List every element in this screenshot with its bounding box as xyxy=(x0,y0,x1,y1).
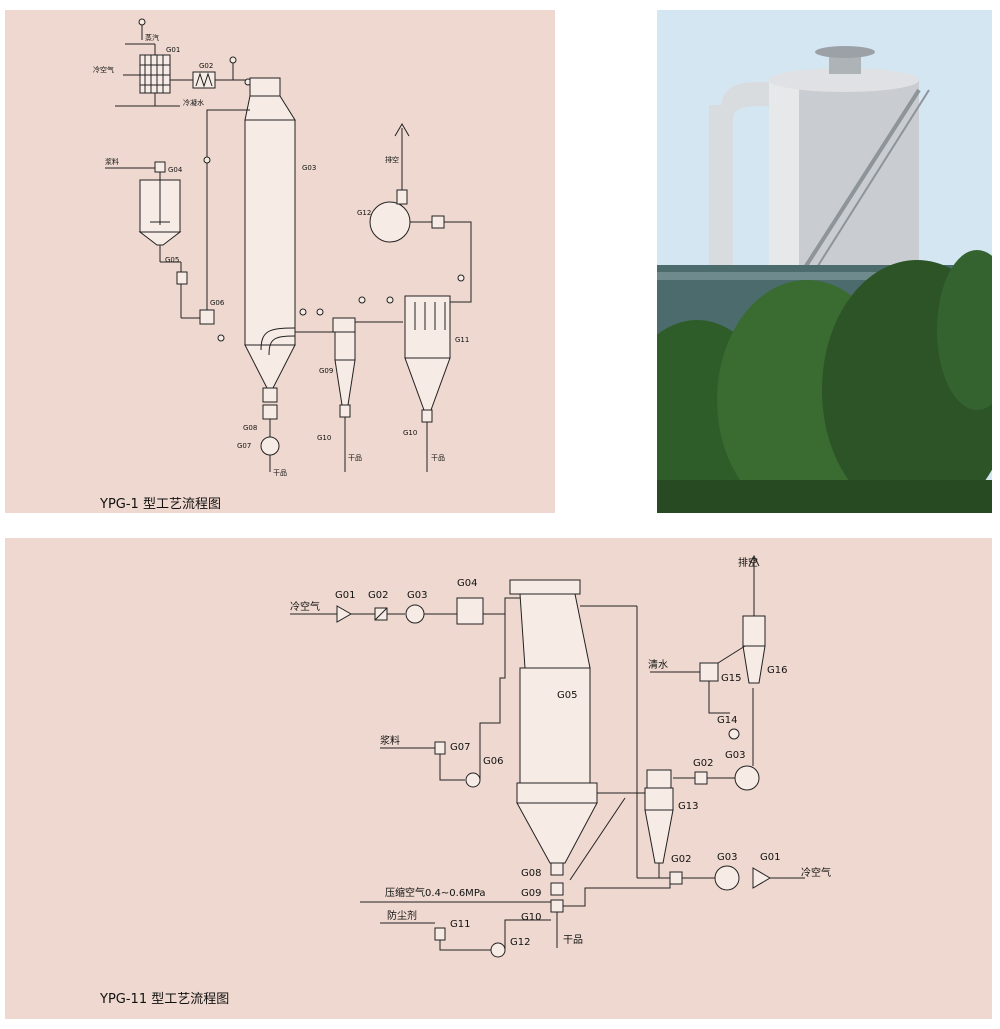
bag-filter-g11 xyxy=(404,295,451,423)
label-g03-bottom: G03 xyxy=(717,852,737,863)
label-g14: G14 xyxy=(717,715,737,726)
ypg11-diagram: 冷空气 G01 G02 G03 G04 G05 G08 G09 G10 干品 xyxy=(99,554,831,1007)
exhaust-arrow-icon xyxy=(394,123,410,137)
label-cold-air: 冷空气 xyxy=(93,65,114,74)
fan-g03 xyxy=(405,604,425,624)
label-g04: G04 xyxy=(168,166,183,174)
label-dry-product-1: 干品 xyxy=(273,469,287,477)
label-g06: G06 xyxy=(210,299,225,307)
label-g10-a: G10 xyxy=(317,434,331,442)
label-g09: G09 xyxy=(319,367,333,375)
label-g02-bottom: G02 xyxy=(671,854,691,865)
label-g16: G16 xyxy=(767,665,787,676)
label-steam: 蒸汽 xyxy=(145,33,159,42)
label-g08: G08 xyxy=(521,868,541,879)
label-dry-product-2: 干品 xyxy=(348,454,362,462)
pump-g12 xyxy=(490,942,506,958)
label-dry-product-3: 干品 xyxy=(431,454,445,462)
ypg1-diagram: 蒸汽 G01 冷空气 冷凝水 G02 G03 xyxy=(93,18,472,512)
label-g03: G03 xyxy=(407,590,427,601)
cyclone-g13 xyxy=(644,769,674,864)
filter-g02-outlet xyxy=(694,771,708,785)
gauge-icon xyxy=(138,18,146,26)
label-g11: G11 xyxy=(450,919,470,930)
heater-g04 xyxy=(456,597,484,625)
label-compressed-air: 压缩空气0.4~0.6MPa xyxy=(385,886,486,899)
rotary-valve-g07 xyxy=(260,436,280,456)
label-g07: G07 xyxy=(237,442,251,450)
label-exhaust: 排空 xyxy=(738,556,758,569)
label-clear-water: 清水 xyxy=(648,658,668,671)
label-g02-outlet: G02 xyxy=(693,758,713,769)
label-g02: G02 xyxy=(368,590,388,601)
label-g04: G04 xyxy=(457,578,477,589)
label-g13: G13 xyxy=(678,801,698,812)
label-g05: G05 xyxy=(557,690,577,701)
tank-g15 xyxy=(699,662,719,682)
label-slurry: 浆料 xyxy=(105,157,119,166)
ypg11-panel: 冷空气 G01 G02 G03 G04 G05 G08 G09 G10 干品 xyxy=(5,538,992,1019)
label-g10: G10 xyxy=(521,912,541,923)
pump-g06 xyxy=(199,309,215,325)
slurry-tank-g04 xyxy=(138,161,182,246)
exhaust-arrow-icon xyxy=(748,554,760,567)
label-anti-dust: 防尘剂 xyxy=(387,909,417,922)
label-g06: G06 xyxy=(483,756,503,767)
label-g12: G12 xyxy=(357,209,371,217)
label-dry-product: 干品 xyxy=(563,934,583,946)
exhaust-fan-g12 xyxy=(369,189,411,243)
drying-tower-g05 xyxy=(509,579,598,913)
label-cold-air-left: 冷空气 xyxy=(290,600,320,613)
fan-g03-outlet xyxy=(734,765,760,791)
label-g01: G01 xyxy=(166,46,180,54)
filter-g05 xyxy=(176,271,188,285)
label-g12: G12 xyxy=(510,937,530,948)
filter-g02-bottom xyxy=(669,871,683,885)
label-g08: G08 xyxy=(243,424,257,432)
label-cold-air-right: 冷空气 xyxy=(801,866,831,879)
label-exhaust-1: 排空 xyxy=(385,155,399,164)
pump-g06 xyxy=(465,772,481,788)
label-g02: G02 xyxy=(199,62,213,70)
label-g10-b: G10 xyxy=(403,429,417,437)
filter-g07 xyxy=(434,741,446,755)
label-cooling-water: 冷凝水 xyxy=(183,98,204,107)
drying-tower-g03 xyxy=(244,77,296,403)
cyclone-g09 xyxy=(332,317,356,418)
label-g03-outlet: G03 xyxy=(725,750,745,761)
label-g01: G01 xyxy=(335,590,355,601)
filter-g11 xyxy=(434,927,446,941)
label-g15: G15 xyxy=(721,673,741,684)
ypg1-title: YPG-1 型工艺流程图 xyxy=(99,497,221,512)
filter-g01-bottom xyxy=(752,867,771,889)
label-g05: G05 xyxy=(165,256,179,264)
valve-g08 xyxy=(262,404,278,420)
label-g03: G03 xyxy=(302,164,316,172)
label-g01-bottom: G01 xyxy=(760,852,780,863)
label-g11: G11 xyxy=(455,336,469,344)
filter-g01 xyxy=(336,605,353,623)
label-g07: G07 xyxy=(450,742,470,753)
label-g09: G09 xyxy=(521,888,541,899)
spray-dryer-photo xyxy=(657,10,992,513)
steam-heater-g01 xyxy=(139,54,171,94)
pump-g14 xyxy=(728,728,740,740)
filter-box xyxy=(431,215,445,229)
ypg11-title: YPG-11 型工艺流程图 xyxy=(99,992,229,1007)
ypg1-panel: 蒸汽 G01 冷空气 冷凝水 G02 G03 xyxy=(5,10,555,513)
scrubber-g16 xyxy=(742,615,766,684)
label-slurry: 浆料 xyxy=(380,734,400,747)
photo-illustration xyxy=(657,10,992,513)
fan-g03-bottom xyxy=(714,865,740,891)
